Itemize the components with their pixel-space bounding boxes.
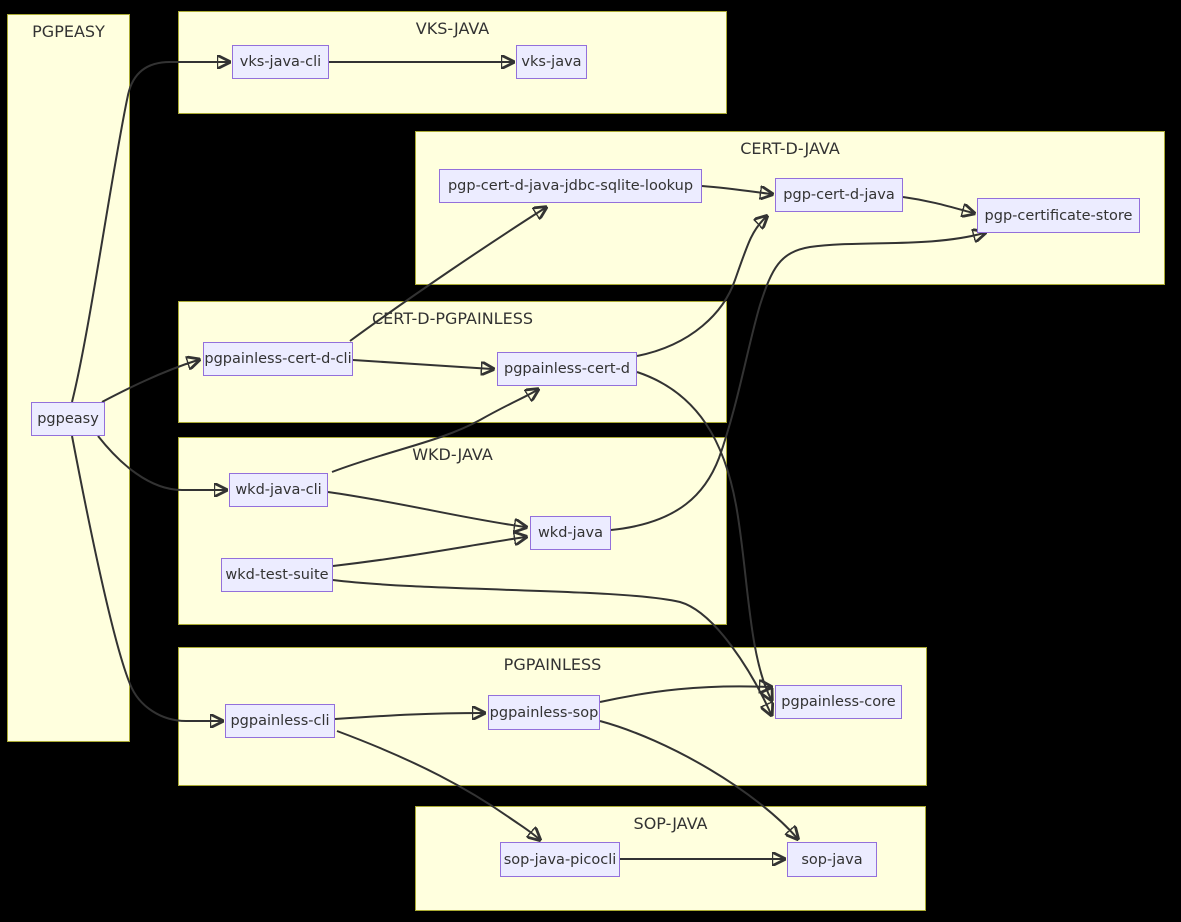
node-sop-java-picocli: sop-java-picocli [500, 842, 620, 877]
node-pgpainless-core: pgpainless-core [775, 685, 902, 719]
node-pgpainless-sop-label: pgpainless-sop [489, 704, 599, 721]
node-wkd-test-suite: wkd-test-suite [221, 558, 333, 592]
cluster-cert-d-java-title: CERT-D-JAVA [740, 139, 840, 158]
node-sop-java-label: sop-java [801, 851, 863, 868]
cluster-wkd-java: WKD-JAVA [178, 437, 727, 625]
node-vks-java-cli-label: vks-java-cli [239, 54, 322, 70]
node-pgpainless-cert-d: pgpainless-cert-d [497, 352, 637, 386]
node-sop-java-picocli-label: sop-java-picocli [503, 851, 617, 868]
node-pgp-cert-d-java-jdbc-sqlite-lookup: pgp-cert-d-java-jdbc-sqlite-lookup [439, 169, 702, 203]
node-vks-java: vks-java [516, 45, 587, 79]
node-pgpainless-cert-d-cli-label: pgpainless-cert-d-cli [204, 351, 352, 367]
node-vks-java-cli: vks-java-cli [232, 45, 329, 79]
cluster-sop-java-title: SOP-JAVA [633, 814, 708, 833]
node-wkd-java-label: wkd-java [537, 525, 604, 541]
cluster-pgpainless-title: PGPAINLESS [503, 655, 602, 674]
node-pgpainless-cli-label: pgpainless-cli [230, 713, 330, 729]
node-vks-java-label: vks-java [521, 54, 582, 70]
node-pgp-cert-d-java-label: pgp-cert-d-java [783, 187, 895, 203]
node-pgp-certificate-store-label: pgp-certificate-store [984, 207, 1133, 224]
node-pgpainless-cert-d-label: pgpainless-cert-d [504, 361, 630, 377]
cluster-cert-d-pgpainless-title: CERT-D-PGPAINLESS [371, 309, 534, 328]
node-pgpainless-core-label: pgpainless-core [781, 694, 896, 710]
node-wkd-test-suite-label: wkd-test-suite [225, 567, 329, 583]
node-wkd-java-cli-label: wkd-java-cli [235, 482, 322, 498]
cluster-pgpeasy-title: PGPEASY [32, 22, 105, 41]
cluster-pgpeasy: PGPEASY [7, 14, 130, 742]
node-pgpainless-sop: pgpainless-sop [488, 695, 600, 730]
node-sqlite-lookup-label: pgp-cert-d-java-jdbc-sqlite-lookup [447, 178, 694, 194]
cluster-vks-java-title: VKS-JAVA [415, 19, 490, 38]
node-pgpainless-cert-d-cli: pgpainless-cert-d-cli [203, 342, 353, 376]
node-wkd-java: wkd-java [530, 516, 611, 550]
cluster-wkd-java-title: WKD-JAVA [412, 445, 493, 464]
node-sop-java: sop-java [787, 842, 877, 877]
node-pgp-certificate-store: pgp-certificate-store [977, 198, 1140, 233]
node-pgpainless-cli: pgpainless-cli [225, 704, 335, 738]
node-pgpeasy-label: pgpeasy [37, 411, 99, 427]
node-wkd-java-cli: wkd-java-cli [229, 473, 328, 507]
node-pgpeasy: pgpeasy [31, 402, 105, 436]
node-pgp-cert-d-java: pgp-cert-d-java [775, 178, 903, 212]
